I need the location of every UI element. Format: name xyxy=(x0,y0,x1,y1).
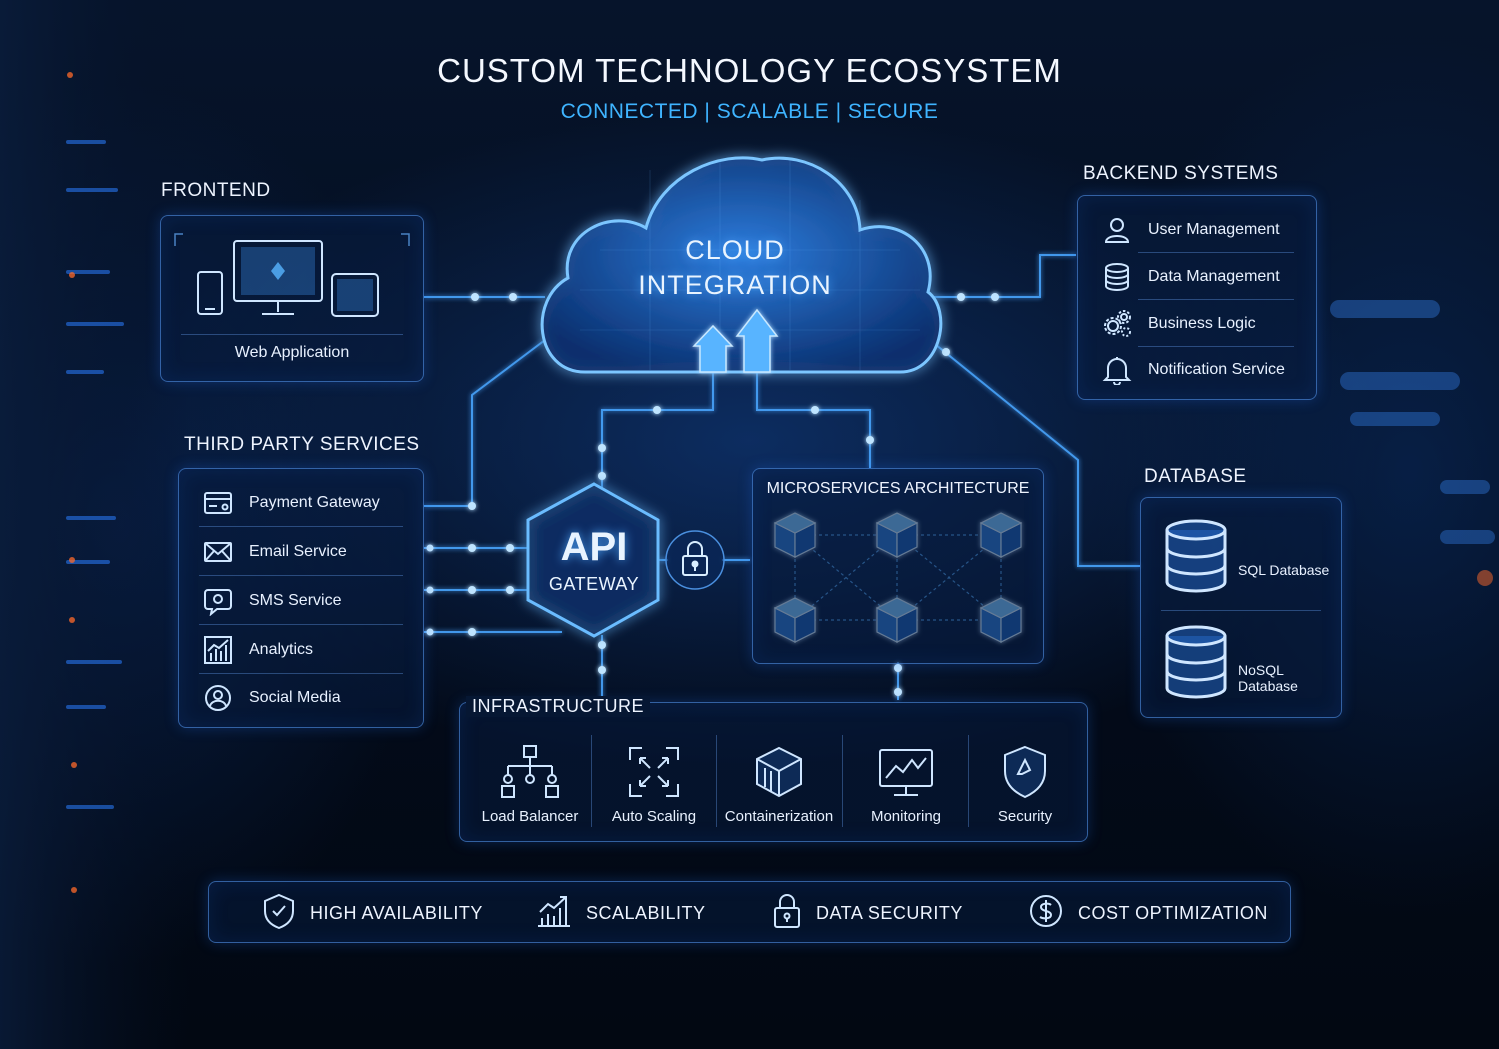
backend-item-notification-service: Notification Service xyxy=(1078,346,1316,394)
database-icon xyxy=(1100,260,1134,294)
upload-arrows-icon xyxy=(692,308,779,373)
backend-item-data-management: Data Management xyxy=(1078,253,1316,301)
dollar-coin-icon xyxy=(1028,893,1064,934)
database-stack-icon xyxy=(1165,625,1227,699)
infra-item-auto-scaling: Auto Scaling xyxy=(594,742,714,825)
tablet-icon xyxy=(331,273,379,317)
shield-check-icon xyxy=(262,893,296,934)
database-heading: DATABASE xyxy=(1144,466,1247,487)
api-label: API xyxy=(560,525,628,569)
cloud-label-line2: INTEGRATION xyxy=(638,270,832,300)
network-tree-icon xyxy=(470,742,590,802)
frontend-panel: Web Application xyxy=(160,215,424,382)
features-bar xyxy=(208,881,1291,943)
padlock-icon xyxy=(682,541,708,576)
social-icon xyxy=(201,681,235,715)
microservices-panel: MICROSERVICES ARCHITECTURE xyxy=(752,468,1044,664)
bar-chart-icon xyxy=(201,633,235,667)
microservices-heading: MICROSERVICES ARCHITECTURE xyxy=(766,480,1030,497)
infra-item-security: Security xyxy=(965,742,1085,825)
third-party-item-payment: Payment Gateway xyxy=(179,479,423,527)
third-party-item-sms: SMS Service xyxy=(179,577,423,625)
third-party-item-analytics: Analytics xyxy=(179,626,423,674)
page-subtitle: CONNECTED | SCALABLE | SECURE xyxy=(560,100,939,123)
infra-item-containerization: Containerization xyxy=(719,742,839,825)
feature-cost-optimization: COST OPTIMIZATION xyxy=(1028,893,1268,933)
backend-item-business-logic: Business Logic xyxy=(1078,300,1316,348)
third-party-panel: Payment Gateway Email Service SMS Servic… xyxy=(178,468,424,728)
phone-icon xyxy=(197,271,223,315)
expand-arrows-icon xyxy=(594,742,714,802)
container-box-icon xyxy=(719,742,839,802)
feature-high-availability: HIGH AVAILABILITY xyxy=(262,893,483,933)
database-panel: SQL Database NoSQL Database xyxy=(1140,497,1342,718)
sql-database-label: SQL Database xyxy=(1238,562,1330,578)
web-application-label: Web Application xyxy=(234,344,350,361)
shield-icon xyxy=(965,742,1085,802)
api-gateway-hexagon xyxy=(526,482,660,638)
envelope-icon xyxy=(201,535,235,569)
database-stack-icon xyxy=(1165,519,1227,593)
gateway-label: GATEWAY xyxy=(548,574,640,594)
cloud-label-line1: CLOUD xyxy=(685,235,785,265)
cloud-shape xyxy=(540,156,943,374)
infra-item-load-balancer: Load Balancer xyxy=(470,742,590,825)
monitor-chart-icon xyxy=(846,742,966,802)
padlock-icon xyxy=(772,893,802,934)
third-party-item-email: Email Service xyxy=(179,528,423,576)
user-icon xyxy=(1100,213,1134,247)
bell-icon xyxy=(1100,353,1134,387)
feature-data-security: DATA SECURITY xyxy=(772,893,963,933)
devices-icon xyxy=(174,233,410,317)
third-party-heading: THIRD PARTY SERVICES xyxy=(184,434,420,455)
payment-card-icon xyxy=(201,486,235,520)
backend-item-user-management: User Management xyxy=(1078,206,1316,254)
chat-bubble-icon xyxy=(201,584,235,618)
infra-item-monitoring: Monitoring xyxy=(846,742,966,825)
growth-chart-icon xyxy=(536,894,572,933)
nosql-database-label: NoSQL Database xyxy=(1238,662,1298,694)
gears-icon xyxy=(1100,307,1134,341)
backend-heading: BACKEND SYSTEMS xyxy=(1083,163,1279,184)
page-title: CUSTOM TECHNOLOGY ECOSYSTEM xyxy=(437,52,1062,89)
frontend-heading: FRONTEND xyxy=(161,180,271,201)
feature-scalability: SCALABILITY xyxy=(536,893,706,933)
backend-panel: User Management Data Management Business… xyxy=(1077,195,1317,400)
infrastructure-heading: INFRASTRUCTURE xyxy=(466,696,650,717)
third-party-item-social: Social Media xyxy=(179,674,423,722)
infrastructure-panel xyxy=(459,702,1088,842)
